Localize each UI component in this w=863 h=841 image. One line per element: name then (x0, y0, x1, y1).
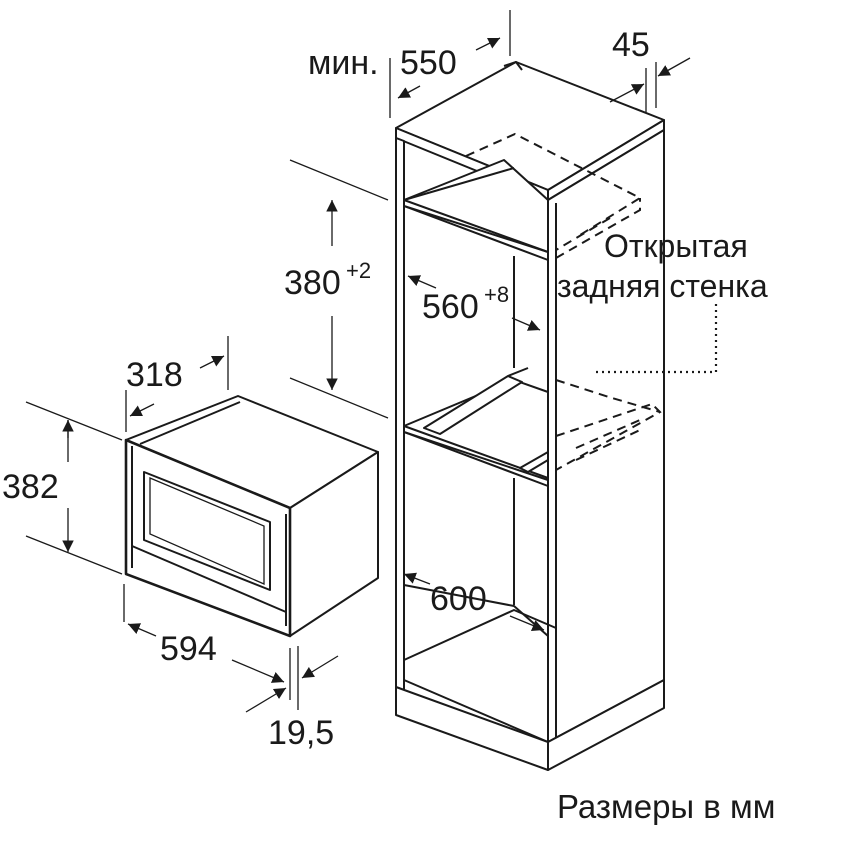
appliance-width-label: 594 (160, 630, 217, 668)
cabinet-depth-label: 600 (430, 580, 487, 618)
units-caption: Размеры в мм (557, 788, 775, 825)
microwave-appliance (124, 395, 379, 638)
open-back-note-line1: Открытая (604, 228, 748, 264)
appliance-depth-label: 318 (126, 356, 183, 394)
niche-height-tolerance-label: +2 (346, 258, 371, 283)
open-back-note-line2: задняя стенка (557, 268, 768, 304)
niche-width-tolerance-label: +8 (484, 282, 509, 307)
min-depth-prefix-label: мин. (308, 44, 379, 82)
tall-cabinet (395, 61, 665, 771)
niche-height-label: 380 (284, 264, 341, 302)
appliance-height-label: 382 (2, 468, 59, 506)
top-offset-label: 45 (612, 26, 650, 64)
front-thickness-label: 19,5 (268, 714, 334, 752)
niche-width-label: 560 (422, 288, 479, 326)
dimension-lines (25, 10, 718, 713)
min-depth-label: 550 (400, 44, 457, 82)
